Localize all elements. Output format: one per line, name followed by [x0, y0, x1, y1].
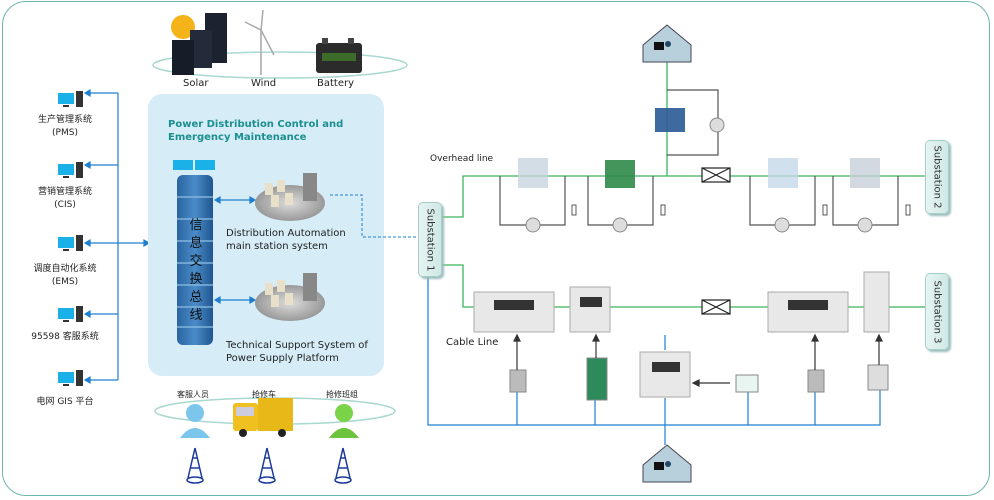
overhead-switch-icon [768, 158, 798, 188]
control-arrows [513, 333, 883, 387]
bus-label-char: 换 [189, 272, 203, 287]
ftu-controller-icons [525, 117, 873, 233]
bus-label-char: 信 [189, 218, 203, 233]
signal-tower-icon [186, 447, 204, 484]
computer-icon [58, 91, 83, 107]
overhead-switch-icon [655, 108, 685, 132]
energy-source-label: Battery [317, 78, 355, 89]
bus-label-char: 总 [189, 290, 203, 305]
energy-source-label: Wind [251, 78, 277, 89]
overhead-power-line [440, 50, 925, 218]
computer-icon [58, 370, 83, 386]
substation-1: Substation 1 [418, 202, 442, 277]
system-connectors [58, 88, 151, 386]
overhead-switch-icon [605, 160, 635, 188]
system-label-95598: 95598 客服系统 [31, 332, 99, 342]
substation-3: Substation 3 [925, 273, 949, 350]
control-center-house-icon [642, 24, 692, 63]
wind-turbine-icon [244, 9, 275, 75]
bus-label-char: 线 [189, 308, 203, 323]
substation-label: Substation 2 [931, 145, 943, 209]
control-panel-graphics [173, 160, 325, 345]
control-center-house-icon [642, 444, 692, 483]
signal-tower-icon [334, 447, 352, 484]
battery-icon [316, 38, 362, 73]
overhead-control-loops [499, 89, 899, 226]
dashed-comm-link [330, 194, 418, 238]
customer-service-person-icon [180, 404, 210, 438]
overhead-line-label: Overhead line [430, 154, 494, 164]
system-label-cis: 营销管理系统(CIS) [37, 187, 92, 210]
system-label-pms: 生产管理系统(PMS) [37, 115, 92, 138]
energy-sources-group [152, 9, 408, 79]
overhead-switch-icon [850, 158, 880, 188]
bus-label-char: 交 [189, 254, 203, 269]
system-label-ems: 调度自动化系统(EMS) [33, 264, 97, 287]
system-arrows [83, 88, 151, 385]
signal-tower-icon [258, 447, 276, 484]
field-unit-label: 抢修车 [252, 390, 276, 399]
substation-label: Substation 1 [424, 208, 436, 271]
cable-power-line [440, 264, 925, 308]
info-exchange-bus-cylinder [177, 175, 213, 345]
antenna-icons [571, 204, 911, 216]
field-unit-label: 客服人员 [177, 390, 209, 399]
cable-line-label: Cable Line [446, 337, 499, 348]
bus-arrows [213, 195, 257, 305]
server-cluster-icon [255, 273, 325, 321]
overhead-switch-icon [518, 158, 548, 188]
computer-icon [58, 162, 83, 178]
computer-icon [58, 306, 83, 322]
ring-main-unit-panels [494, 297, 828, 372]
field-unit-label: 抢修班组 [326, 390, 358, 399]
solar-panel-icon [171, 13, 227, 75]
substation-2: Substation 2 [925, 140, 949, 214]
comm-network-lines [427, 275, 881, 445]
repair-team-person-icon [329, 404, 359, 438]
tie-switch-icon [701, 299, 731, 315]
tie-switch-icon [701, 167, 731, 183]
repair-truck-icon [233, 398, 293, 437]
server-cluster-icon [255, 173, 325, 221]
system-label-gis: 电网 GIS 平台 [36, 397, 94, 407]
ring-main-unit-icons [473, 271, 890, 398]
field-units-group [154, 397, 396, 484]
terminal-units [509, 357, 889, 401]
substation-label: Substation 3 [931, 280, 943, 343]
bus-label-char: 息 [189, 236, 203, 251]
bus-computer-icons [173, 160, 215, 170]
computer-icon [58, 235, 83, 251]
energy-source-label: Solar [183, 78, 209, 89]
energy-ellipse [152, 51, 408, 79]
